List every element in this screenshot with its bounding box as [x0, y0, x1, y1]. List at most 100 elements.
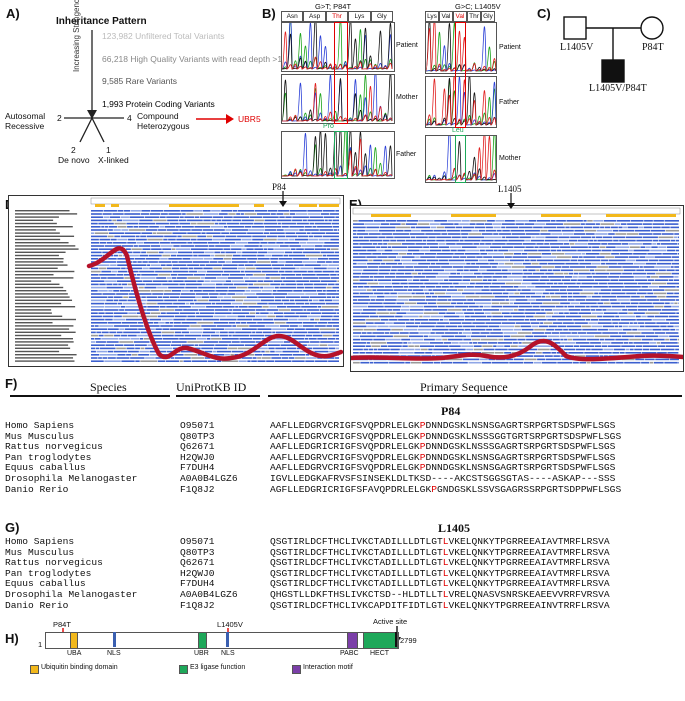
uniprot-cell: H2QWJ0 — [180, 451, 215, 463]
conservation-block — [319, 204, 339, 207]
child-symbol — [601, 59, 625, 83]
domain-nls-2 — [226, 632, 229, 647]
mut-p84t: P84T — [53, 620, 71, 629]
sequence-post: GNDGSKLSSVSGAGRSSRPGRTSDPPWFLSGS — [436, 483, 622, 495]
conservation-block — [451, 214, 496, 217]
sequence-site-residue: P — [419, 430, 426, 442]
left-title: G>T; P84T — [315, 2, 352, 11]
conservation-block — [111, 204, 119, 207]
xl-label: X-linked — [98, 155, 129, 165]
codon: Gly — [370, 11, 394, 22]
domain-ubr — [198, 632, 207, 649]
codon: Val — [453, 11, 467, 22]
species-cell: Rattus norvegicus — [5, 441, 103, 453]
sequence-cell: AAFLLEDGRVCRIGFSVQPDRLELGKPDNNDGSKLNSNSG… — [270, 420, 615, 432]
sequence-post: VKELQNKYTPGRREEAIAVTMRFLRSVA — [448, 567, 610, 579]
ar-label: Autosomal Recessive — [5, 111, 46, 131]
chromatogram-left-patient — [281, 22, 395, 72]
ch-label: Compound Heterozygous — [137, 111, 190, 131]
sequence-cell: QSGTIRLDCFTHCLIVKCAPDITFIDTLGTLVKELQNKYT… — [270, 599, 610, 612]
header-id: UniProtKB ID — [176, 380, 247, 394]
codon: Lys — [425, 11, 439, 22]
codon: Asp — [303, 11, 326, 22]
sequence-site-residue: L — [442, 578, 449, 590]
legend-swatch-uba — [30, 665, 39, 674]
protein-bar — [45, 632, 399, 649]
marker-arrow-d — [279, 191, 287, 207]
right-title: G>C; L1405V — [455, 2, 501, 11]
species-cell: Equus caballus — [5, 462, 86, 474]
uniprot-cell: Q80TP3 — [180, 546, 215, 558]
pedigree — [563, 16, 664, 83]
left-highlight-red — [334, 22, 348, 124]
header-seq: Primary Sequence — [420, 380, 508, 394]
left-row-mother: Mother — [396, 94, 418, 101]
header-rule-3 — [268, 395, 682, 397]
sequence-post: VKELQNKYTPGRREEAIAVTMRFLRSVA — [448, 546, 610, 558]
sequence-cell: AGFLLEDGRICRIGFSFAVQPDRLELGKPGNDGSKLSSVS… — [270, 483, 622, 496]
inheritance-branches — [64, 117, 124, 143]
sequence-site-residue: P — [419, 420, 426, 431]
sequence-pre: AAFLLEDGRVCRIGFSVQPDRLELGK — [270, 451, 420, 463]
sequence-cell: QSGTIRLDCFTHCLIVKCTADILLLDTLGTLVKELQNKYT… — [270, 557, 610, 569]
alignment-e — [350, 205, 684, 372]
active-site-label: Active site — [373, 617, 408, 626]
domain-label-hect: HECT — [370, 650, 390, 657]
header-rule-1 — [10, 395, 170, 397]
trace-line — [282, 31, 393, 70]
sequence-pre: QSGTIRLDCFTHCLIVKCTADILLLDTLGT — [270, 536, 443, 547]
sequence-post: VKELQNKYTPGRREEAIAVTMRFLRSVA — [448, 536, 610, 547]
domain-uba — [70, 632, 78, 649]
sequence-site-residue: L — [442, 599, 449, 611]
active-site-mark — [395, 632, 397, 647]
panel-g-label: G) — [5, 520, 20, 535]
sequence-pre: QSGTIRLDCFTHCLIVKCTADILLLDTLGT — [270, 578, 443, 590]
sequence-cell: AAFLLEDGRVCRIGFSVQPDRLELGKPDNNDGSKLNSNSG… — [270, 451, 616, 464]
site-l1405: L1405 — [438, 521, 471, 535]
sequence-post: DNNDGSKLNSNSGAGRTSRPGRTSDSPWFLSGS — [425, 451, 616, 463]
domain-label-pabc: PABC — [340, 650, 359, 657]
species-cell: Pan troglodytes — [5, 567, 92, 579]
sequence-pre: AAFLLEDGRVCRIGFSVQPDRLELGK — [270, 420, 420, 431]
sequence-pre: QSGTIRLDCFTHCLIVKCTADILLLDTLGT — [270, 567, 443, 579]
left-codon-bar: Asn Asp Thr Lys Gly — [281, 11, 394, 22]
mut-l1405v: L1405V — [217, 620, 243, 629]
left-alt-codon: Pro — [323, 123, 334, 130]
stringency-arrow — [87, 30, 97, 119]
uniprot-cell: F7DUH4 — [180, 578, 215, 590]
sequence-site-residue: L — [442, 567, 449, 579]
panel-f-label: F) — [5, 376, 18, 391]
right-row-mother: Mother — [499, 155, 521, 162]
legend-swatch-e3 — [179, 665, 188, 674]
header-rule-2 — [176, 395, 260, 397]
chromatogram-left-mother — [281, 74, 395, 124]
child-label: L1405V/P84T — [589, 83, 647, 94]
filter-4: 1,993 Protein Coding Variants — [102, 99, 215, 109]
sequence-pre: QSGTIRLDCFTHCLIVKCTADILLLDTLGT — [270, 557, 443, 569]
sequence-cell: AAFLLEDGRVCRIGFSVQPDRLELGKPDNNDGSKLNSNSG… — [270, 463, 615, 474]
left-row-father: Father — [396, 151, 417, 158]
domain-label-uba: UBA — [67, 650, 82, 657]
uniprot-cell: A0A0B4LGZ6 — [180, 588, 238, 600]
uniprot-cell: F1Q8J2 — [180, 599, 215, 611]
right-codon-bar: Lys Val Val Thr Gly — [425, 11, 495, 22]
sequence-cell: QSGTIRLDCFTHCLIVKCTADILLLDTLGTLVKELQNKYT… — [270, 579, 610, 590]
sequence-cell: AAFLLEDGRICRIGFSVQPDRLELGKPDNNDGSKLNSSSG… — [270, 441, 615, 453]
sequence-pre: AAFLLEDGRVCRIGFSVQPDRLELGK — [270, 430, 420, 442]
left-highlight-green — [334, 131, 348, 179]
alignment-d — [8, 195, 344, 367]
conservation-block — [169, 204, 239, 207]
panel-c-label: C) — [537, 6, 551, 21]
ar-count: 2 — [57, 113, 62, 123]
codon: Val — [439, 11, 453, 22]
codon: Thr — [325, 11, 349, 22]
sequence-post: VRELQNASVSNRSKEAEEVVRRFVRSVA — [448, 588, 610, 600]
domain-nls-1 — [113, 632, 116, 647]
trace-line — [426, 77, 496, 126]
